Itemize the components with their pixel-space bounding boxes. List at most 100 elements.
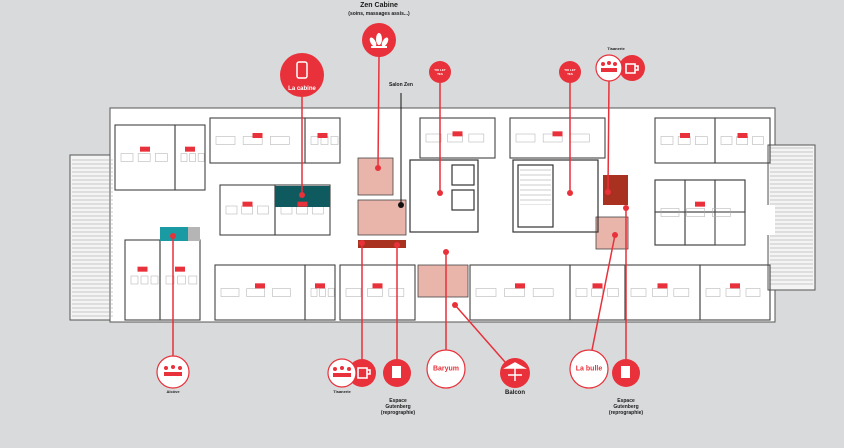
room — [509, 117, 606, 159]
zen-cabine-subtitle: (soins, massages assis...) — [348, 11, 410, 17]
gutenberg-2-line1: Espace — [617, 398, 635, 404]
desk — [197, 153, 205, 162]
desk — [575, 288, 588, 297]
desk — [660, 136, 674, 145]
zen-cabine-title: Zen Cabine — [360, 2, 398, 9]
gutenberg-1-line3: (reprographie) — [380, 410, 416, 416]
desk — [327, 288, 335, 297]
toilettes-1-label: TOI LET TES — [434, 68, 446, 76]
room-tag — [252, 133, 263, 138]
toilettes-2-label: TOI LET TES — [564, 68, 576, 76]
room-tag — [372, 283, 383, 289]
copier-icon — [621, 366, 630, 378]
desks — [120, 133, 764, 297]
la-bulle-label: La bulle — [575, 365, 603, 373]
desk — [137, 153, 151, 162]
desk — [155, 153, 168, 162]
desk — [246, 288, 265, 297]
callout-gutenberg-1[interactable] — [383, 359, 411, 387]
callout-gutenberg-2[interactable] — [612, 359, 640, 387]
meeting-icon — [333, 366, 351, 377]
room-tag — [297, 201, 308, 207]
callout-alcove[interactable] — [156, 355, 190, 389]
callout-tisanerie-bottom[interactable] — [327, 358, 376, 388]
gutenberg-1-line1: Espace — [389, 398, 407, 404]
baryum-label: Baryum — [432, 365, 460, 373]
salon-zen-label: Salon Zen — [389, 82, 413, 88]
room-tag — [140, 146, 150, 152]
room-tag — [315, 283, 325, 289]
room-tag — [515, 283, 525, 289]
callout-baryum[interactable] — [426, 349, 466, 389]
room-tag — [175, 266, 185, 272]
callout-toilettes-1[interactable] — [429, 61, 451, 83]
cup-icon — [625, 63, 639, 74]
desk — [140, 275, 149, 285]
stair-hatching — [72, 147, 813, 317]
callout-la-bulle[interactable] — [569, 349, 609, 389]
tisanerie-bottom-label: Tisanerie — [333, 389, 351, 394]
callout-la-cabine[interactable] — [280, 53, 324, 97]
desk — [475, 288, 497, 297]
room — [714, 117, 771, 164]
room — [699, 264, 771, 321]
desk — [150, 275, 159, 285]
room-tag — [185, 146, 195, 152]
desk — [272, 288, 291, 297]
room-salon-zen[interactable] — [357, 199, 407, 236]
desk — [319, 288, 326, 297]
rooms — [114, 117, 771, 321]
desk — [220, 288, 240, 297]
callout-balcon[interactable] — [500, 358, 530, 388]
desk — [515, 133, 536, 143]
meeting-icon — [601, 61, 617, 72]
desk — [165, 275, 175, 285]
desk — [189, 153, 196, 162]
desk — [257, 205, 269, 215]
lotus-icon — [369, 33, 389, 48]
desk — [532, 288, 554, 297]
callout-zen-cabine[interactable] — [362, 23, 396, 57]
alcove-label: Alcôve — [166, 389, 180, 394]
terrace-table-icon — [503, 362, 527, 381]
tisanerie-top-label: Tisanerie — [607, 46, 625, 51]
desk — [607, 288, 619, 297]
desk — [367, 288, 383, 297]
desk — [591, 288, 603, 297]
gutenberg-2-label: Espace Gutenberg (reprographie) — [609, 398, 643, 416]
room-tag — [695, 201, 705, 207]
office — [714, 179, 746, 213]
callout-tisanerie-top[interactable] — [595, 54, 645, 82]
room-tag — [737, 133, 748, 138]
desk — [752, 136, 764, 145]
room-tag — [657, 283, 668, 289]
la-cabine-label: La cabine — [288, 86, 316, 92]
room-zen-cabine[interactable] — [357, 157, 394, 196]
office — [684, 211, 716, 246]
room-baryum[interactable] — [417, 264, 469, 298]
callout-toilettes-2[interactable] — [559, 61, 581, 83]
room-tag — [730, 283, 740, 289]
room-tag — [317, 133, 328, 138]
desk — [745, 288, 761, 297]
desk — [705, 288, 721, 297]
desk — [215, 136, 236, 145]
room — [419, 117, 496, 159]
room-tag — [242, 201, 253, 207]
room-tag — [137, 266, 148, 272]
room-number-tags — [137, 131, 748, 289]
desk — [310, 136, 319, 145]
desk — [425, 133, 442, 143]
gutenberg-2-line2: Gutenberg — [613, 404, 639, 410]
desk — [686, 208, 705, 217]
desk — [725, 288, 741, 297]
room — [339, 264, 416, 321]
phone-icon — [296, 61, 308, 79]
desk — [345, 288, 362, 297]
room-tisanerie-bottom[interactable] — [358, 240, 406, 248]
desk — [630, 288, 647, 297]
desk — [180, 153, 188, 162]
room-la-bulle[interactable] — [595, 216, 629, 250]
desk — [660, 208, 680, 217]
desk — [310, 288, 318, 297]
